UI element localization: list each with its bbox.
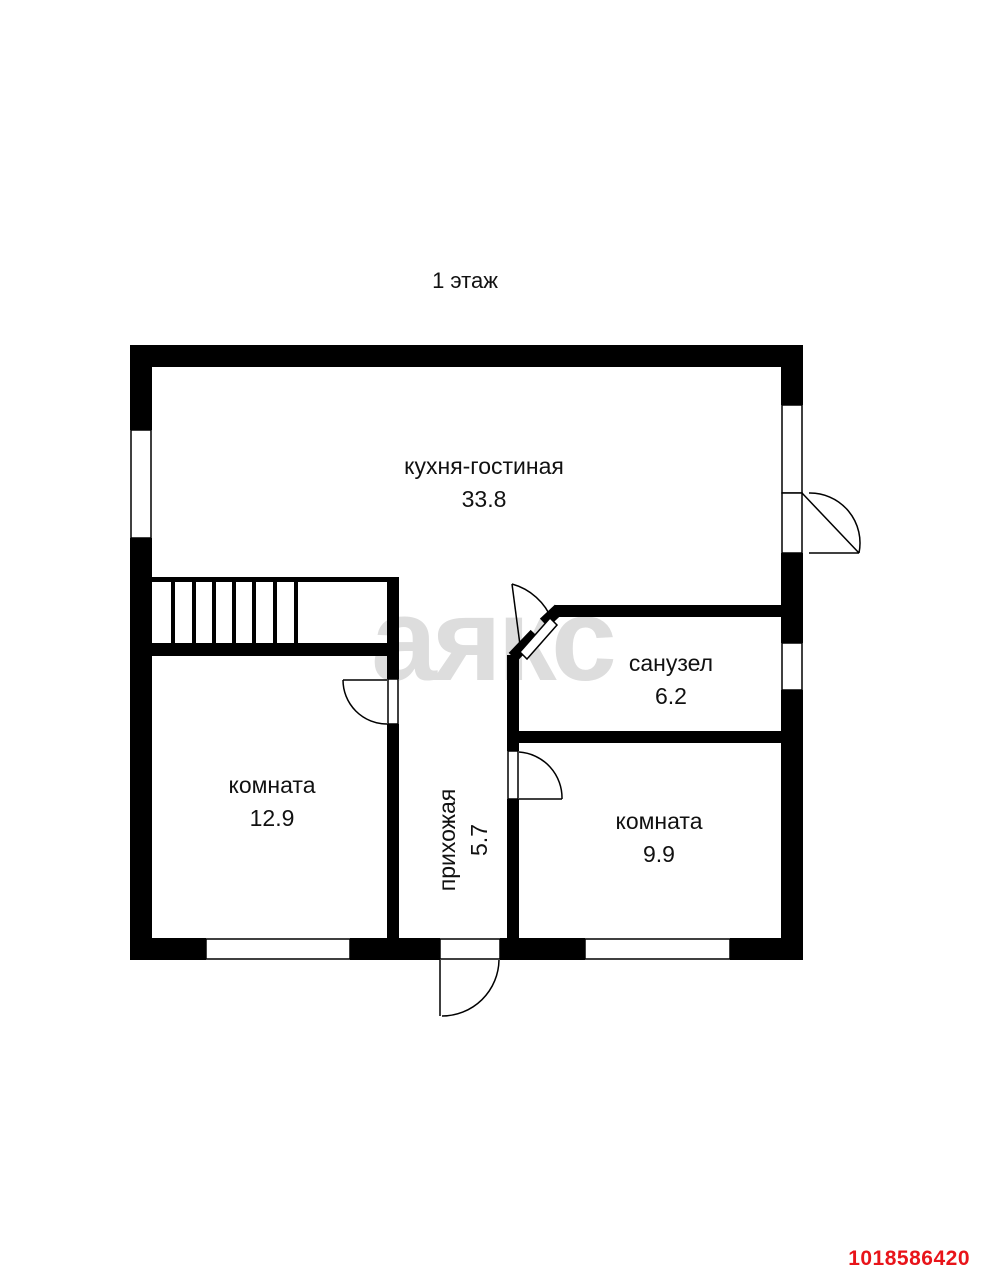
bathroom-wall-top: [555, 605, 783, 617]
interior-walls: [152, 577, 783, 939]
wall-right-1: [781, 345, 803, 405]
door-room-right: [507, 750, 563, 800]
stair-wall-right: [387, 577, 399, 645]
wall-top: [130, 345, 803, 367]
room-area-hallway: 5.7: [466, 824, 492, 856]
bathroom-wall-bottom: [507, 731, 783, 743]
bathroom-wall-diagonal: [508, 629, 540, 662]
doors: [342, 492, 861, 1017]
room-area-room-left: 12.9: [250, 805, 295, 831]
wall-hall-right-lower: [507, 799, 519, 939]
bathroom-wall-diagonal-top: [539, 604, 564, 628]
stair-wall-top: [152, 577, 399, 582]
window-left: [130, 429, 152, 539]
wall-bottom-1: [130, 938, 206, 960]
room-area-kitchen: 33.8: [462, 486, 507, 512]
window-bottom-right: [584, 938, 731, 960]
wall-bottom-4: [730, 938, 803, 960]
room-name-bathroom: санузел: [629, 650, 713, 676]
door-exterior-right: [781, 492, 861, 554]
window-bottom-left: [205, 938, 351, 960]
staircase: [171, 580, 298, 645]
room-name-hallway: прихожая: [434, 789, 460, 892]
room-area-room-right: 9.9: [643, 841, 675, 867]
door-room-left: [342, 678, 399, 725]
window-right-upper: [781, 404, 803, 494]
room-name-room-right: комната: [616, 808, 703, 834]
wall-bottom-3: [500, 938, 585, 960]
door-bathroom: [511, 583, 559, 661]
window-right-bathroom: [781, 642, 803, 691]
wall-left-lower: [130, 538, 152, 960]
room-name-room-left: комната: [229, 772, 316, 798]
door-entrance: [439, 938, 501, 1017]
room-name-kitchen: кухня-гостиная: [404, 453, 564, 479]
windows: [130, 404, 803, 960]
wall-right-2: [781, 553, 803, 643]
watermark-logo: аякс: [371, 574, 614, 706]
exterior-walls: [130, 345, 803, 960]
wall-left-upper: [130, 345, 152, 430]
wall-right-3: [781, 690, 803, 960]
wall-room-left-hall-lower: [387, 724, 399, 939]
floor-title: 1 этаж: [432, 268, 498, 293]
wall-hall-right-upper: [507, 655, 519, 751]
wall-bottom-2: [350, 938, 440, 960]
listing-id: 1018586420: [848, 1247, 970, 1270]
room-labels: кухня-гостиная 33.8 санузел 6.2 комната …: [229, 453, 714, 891]
room-area-bathroom: 6.2: [655, 683, 687, 709]
wall-room-left-hall-upper: [387, 643, 399, 679]
stair-wall-bottom: [152, 643, 399, 656]
